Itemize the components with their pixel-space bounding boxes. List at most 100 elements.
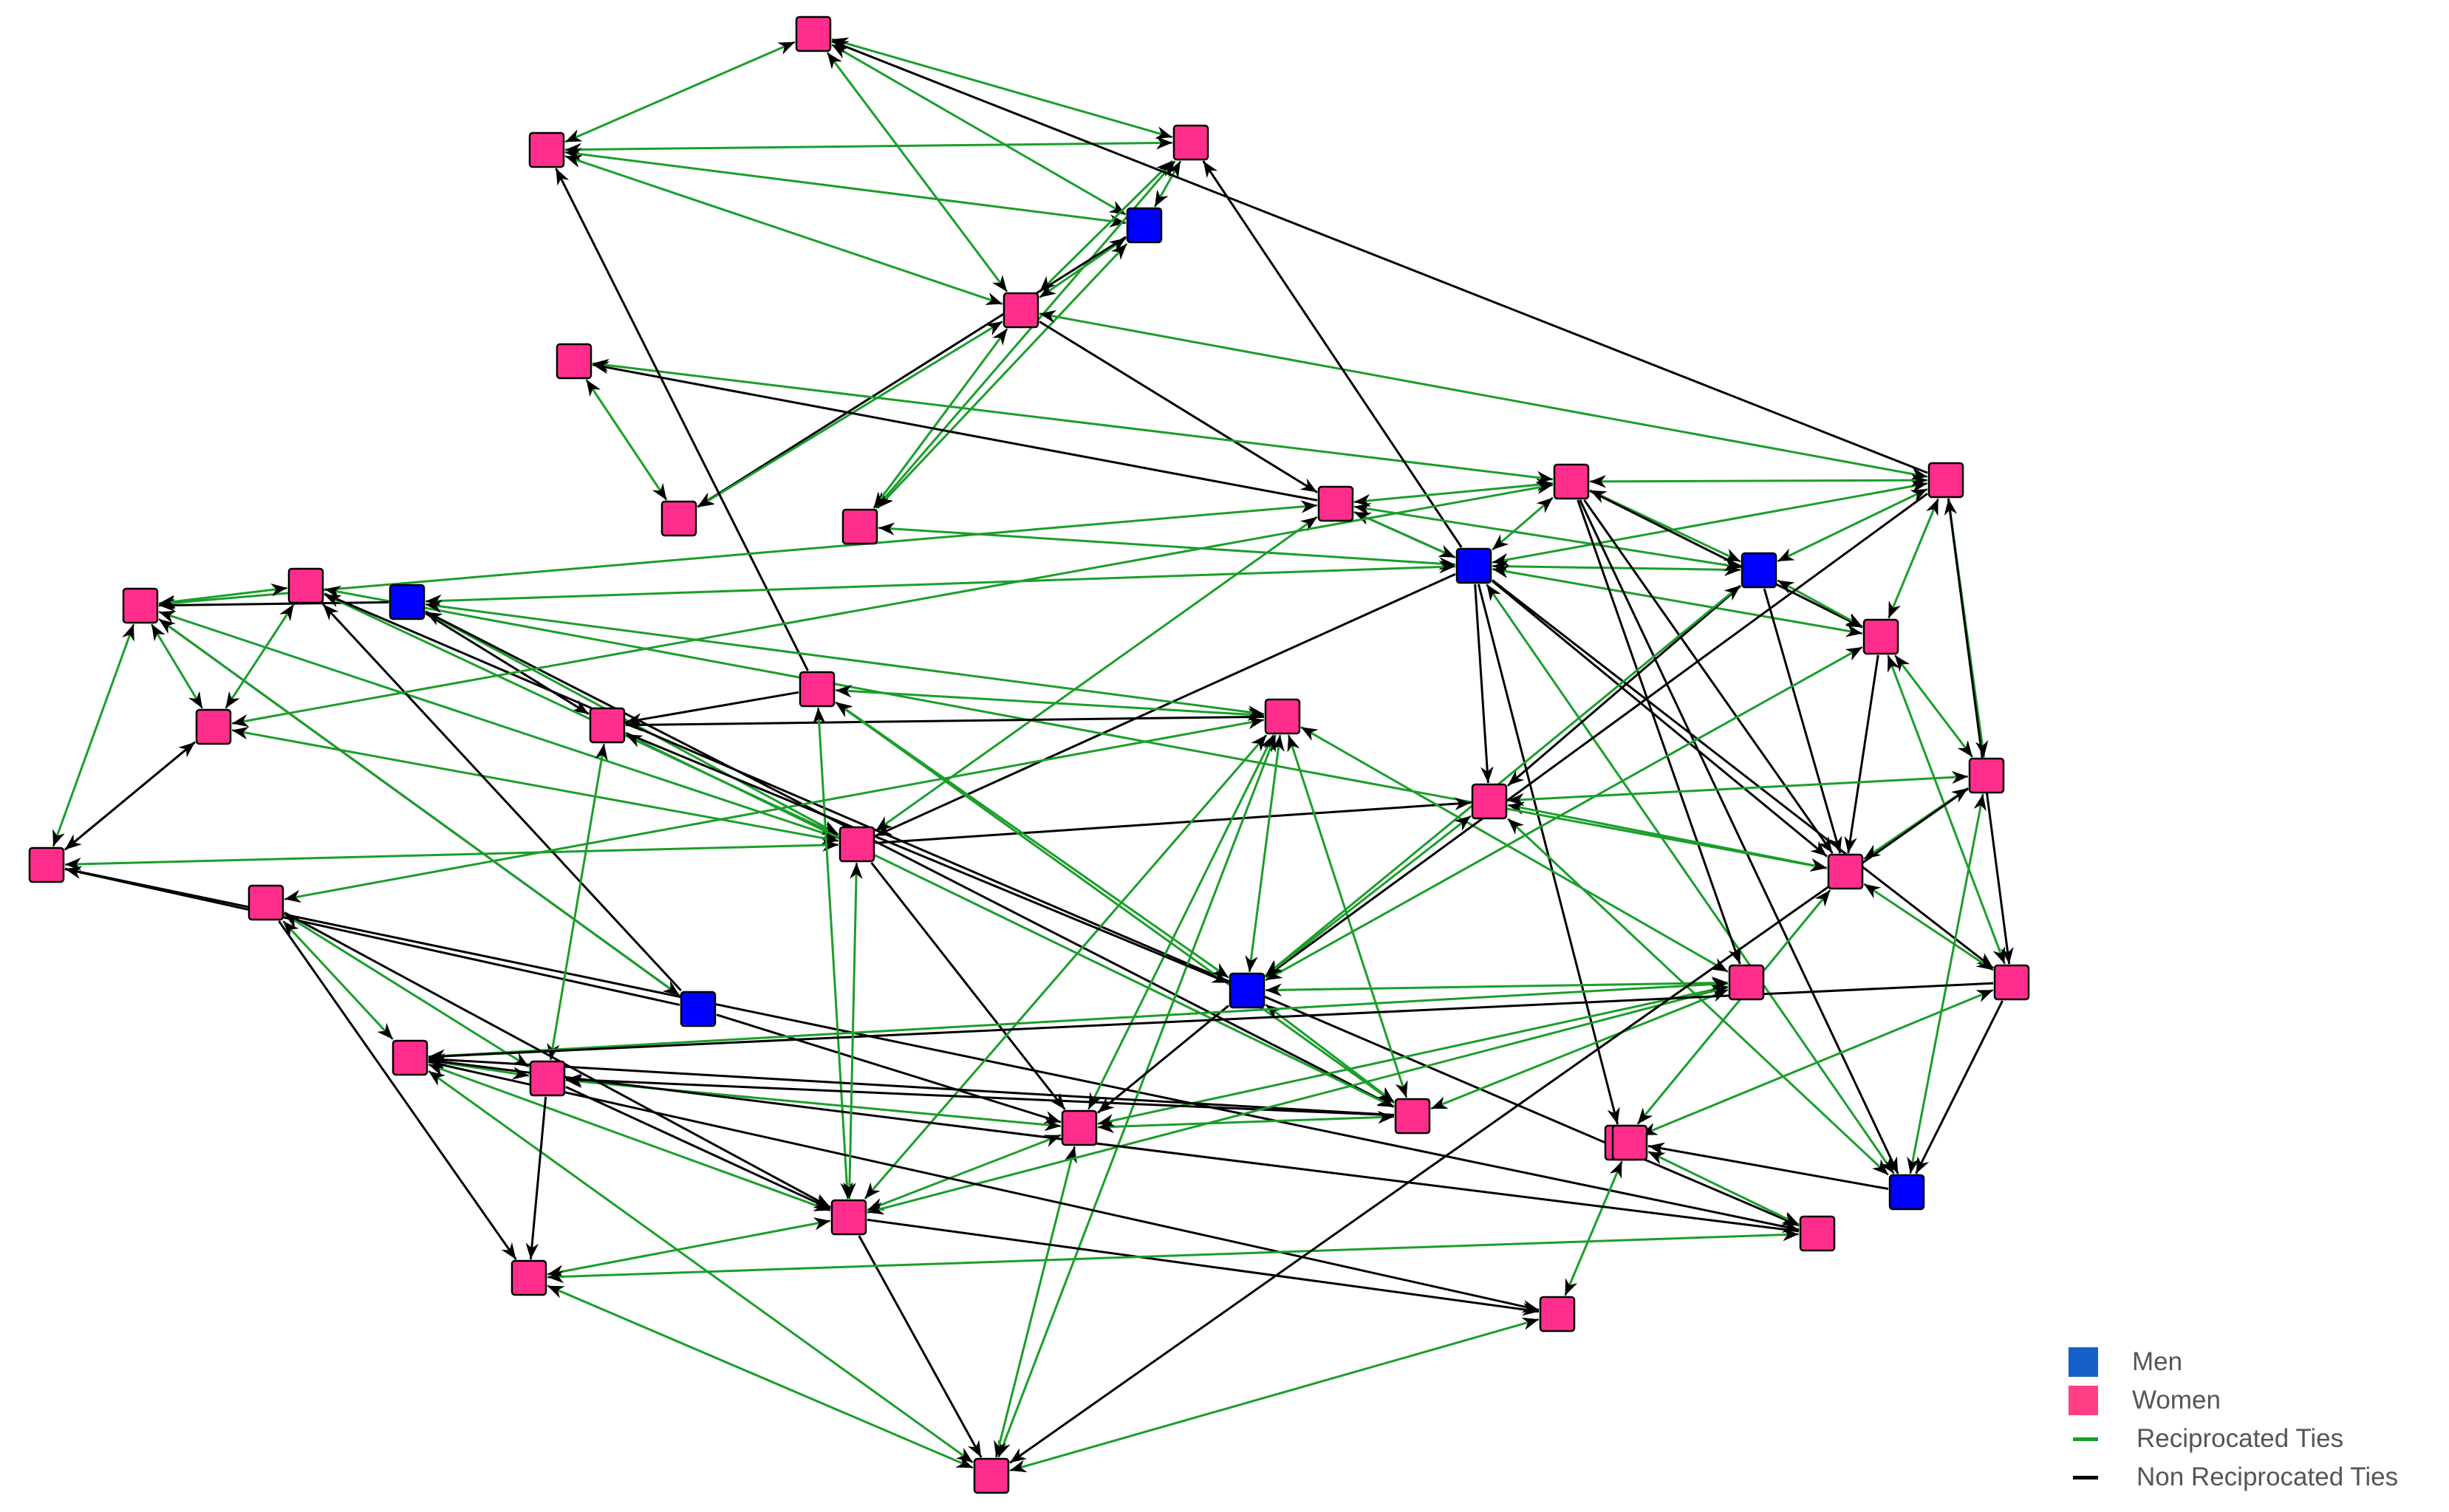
node-men-n34 bbox=[1888, 1174, 1925, 1211]
node-women-n29 bbox=[122, 587, 159, 624]
edge-reciprocated-n17-n24 bbox=[835, 701, 1229, 979]
edge-reciprocated-n10-n12 bbox=[1492, 496, 1554, 551]
edge-reciprocated-n11-n14 bbox=[1777, 579, 1863, 628]
edge-non-reciprocated-n35-n39 bbox=[278, 920, 517, 1260]
edge-non-reciprocated-n14-n22 bbox=[1844, 654, 1879, 854]
edge-non-reciprocated-n15-n40 bbox=[1009, 787, 1969, 1464]
edge-reciprocated-n17-n38 bbox=[813, 707, 853, 1200]
edge-non-reciprocated-n10-n23 bbox=[1492, 579, 1994, 969]
node-women-n17 bbox=[799, 671, 836, 708]
node-men-n04 bbox=[1126, 207, 1163, 244]
edge-reciprocated-n05-n08 bbox=[872, 328, 1008, 509]
edge-non-reciprocated-n13-n01 bbox=[831, 40, 1928, 474]
edge-reciprocated-n05-n13 bbox=[1039, 309, 1928, 481]
edge-non-reciprocated-n23-n34 bbox=[1915, 1000, 2004, 1174]
edge-reciprocated-n25-n40 bbox=[994, 1146, 1077, 1458]
edge-non-reciprocated-n13-n24 bbox=[1265, 493, 1928, 978]
edge-reciprocated-n01-n02 bbox=[564, 41, 796, 143]
node-women-n13 bbox=[1927, 462, 1964, 499]
edge-non-reciprocated-n19-n29 bbox=[158, 598, 389, 612]
node-men-n28 bbox=[680, 991, 717, 1027]
node-layer bbox=[28, 16, 2030, 1494]
edge-reciprocated-n10-n08 bbox=[878, 522, 1456, 570]
edge-reciprocated-n23-n33 bbox=[1640, 988, 1994, 1137]
edge-reciprocated-n13-n14 bbox=[1887, 498, 1940, 619]
edge-non-reciprocated-n18-n24 bbox=[625, 731, 1229, 985]
edge-reciprocated-n38-n39 bbox=[547, 1217, 831, 1278]
node-women-n31 bbox=[195, 708, 232, 745]
edge-non-reciprocated-n37-n38 bbox=[565, 1086, 831, 1210]
edge-reciprocated-n18-n37 bbox=[547, 743, 608, 1061]
edge-reciprocated-n41-n42 bbox=[1564, 1160, 1623, 1296]
legend-label-non-reciprocated: Non Reciprocated Ties bbox=[2137, 1463, 2399, 1491]
edge-non-reciprocated-n19-n26 bbox=[425, 610, 1395, 1108]
node-men-n24 bbox=[1229, 972, 1266, 1009]
node-women-n35 bbox=[247, 884, 284, 921]
edge-non-reciprocated-n10-n20 bbox=[875, 572, 1456, 838]
node-women-n14 bbox=[1862, 618, 1899, 655]
edge-reciprocated-n28-n29 bbox=[158, 618, 680, 997]
edge-reciprocated-n09-n20 bbox=[875, 516, 1318, 832]
edge-reciprocated-n35-n37 bbox=[284, 913, 530, 1068]
edge-reciprocated-n01-n03 bbox=[831, 37, 1173, 140]
node-women-n42 bbox=[1611, 1124, 1648, 1161]
node-women-n39 bbox=[510, 1259, 547, 1296]
edge-reciprocated-n16-n27 bbox=[1300, 726, 1729, 973]
edge-reciprocated-n18-n26 bbox=[625, 733, 1395, 1109]
node-women-n08 bbox=[841, 508, 878, 545]
node-women-n23 bbox=[1993, 964, 2030, 1001]
edge-reciprocated-n22-n33 bbox=[1636, 889, 1831, 1125]
legend-item-non-reciprocated: Non Reciprocated Ties bbox=[2069, 1458, 2398, 1496]
edge-reciprocated-n20-n38 bbox=[843, 862, 863, 1200]
edge-reciprocated-n02-n03 bbox=[564, 136, 1173, 157]
legend-label-women: Women bbox=[2132, 1386, 2221, 1414]
node-women-n15 bbox=[1968, 757, 2005, 794]
men-swatch-icon bbox=[2069, 1347, 2098, 1377]
edge-reciprocated-n01-n04 bbox=[831, 44, 1127, 216]
edge-reciprocated-n16-n40 bbox=[997, 734, 1277, 1458]
legend-label-men: Men bbox=[2132, 1347, 2183, 1376]
edge-non-reciprocated-n43-n36 bbox=[428, 1056, 1800, 1233]
edge-reciprocated-n10-n11 bbox=[1492, 559, 1741, 577]
node-women-n43 bbox=[1799, 1215, 1836, 1252]
edge-reciprocated-n06-n07 bbox=[585, 379, 668, 501]
edge-non-reciprocated-n09-n06 bbox=[592, 361, 1318, 502]
node-women-n36 bbox=[392, 1039, 428, 1076]
edge-reciprocated-n12-n13 bbox=[1589, 473, 1928, 488]
edge-reciprocated-n43-n39 bbox=[547, 1228, 1800, 1284]
edge-reciprocated-n12-n11 bbox=[1589, 489, 1741, 563]
edge-reciprocated-n16-n24 bbox=[1245, 734, 1285, 973]
edge-reciprocated-n25-n26 bbox=[1097, 1110, 1395, 1134]
edge-reciprocated-n17-n26 bbox=[835, 701, 1395, 1104]
edge-reciprocated-n15-n21 bbox=[1507, 770, 1969, 807]
edge-reciprocated-n39-n40 bbox=[547, 1284, 974, 1469]
legend-item-reciprocated: Reciprocated Ties bbox=[2069, 1420, 2343, 1458]
edge-reciprocated-n09-n29 bbox=[158, 500, 1318, 609]
node-women-n05 bbox=[1003, 292, 1039, 329]
node-men-n11 bbox=[1741, 552, 1777, 589]
node-women-n12 bbox=[1553, 463, 1590, 500]
node-women-n03 bbox=[1172, 124, 1209, 161]
edge-non-reciprocated-n16-n18 bbox=[625, 715, 1265, 732]
node-women-n20 bbox=[838, 826, 875, 863]
edge-reciprocated-n40-n41 bbox=[1009, 1317, 1540, 1473]
node-women-n22 bbox=[1827, 853, 1864, 890]
node-women-n26 bbox=[1394, 1098, 1431, 1135]
green-line-icon bbox=[2073, 1437, 2098, 1441]
edge-non-reciprocated-n30-n43 bbox=[64, 867, 1800, 1233]
node-women-n18 bbox=[589, 707, 626, 744]
node-women-n38 bbox=[830, 1199, 867, 1236]
node-women-n41 bbox=[1539, 1296, 1576, 1333]
node-women-n32 bbox=[287, 567, 324, 604]
women-swatch-icon bbox=[2069, 1386, 2098, 1415]
node-women-n27 bbox=[1728, 964, 1765, 1001]
edge-non-reciprocated-n38-n41 bbox=[867, 1218, 1540, 1316]
edge-reciprocated-n16-n17 bbox=[835, 684, 1265, 722]
edge-reciprocated-n01-n05 bbox=[826, 52, 1008, 293]
legend: Men Women Reciprocated Ties Non Reciproc… bbox=[2069, 1343, 2438, 1505]
node-men-n19 bbox=[389, 584, 426, 620]
edge-non-reciprocated-n17-n18 bbox=[625, 691, 799, 726]
edge-layer bbox=[52, 37, 2014, 1473]
node-women-n25 bbox=[1061, 1109, 1098, 1146]
edge-reciprocated-n11-n24 bbox=[1265, 584, 1741, 976]
